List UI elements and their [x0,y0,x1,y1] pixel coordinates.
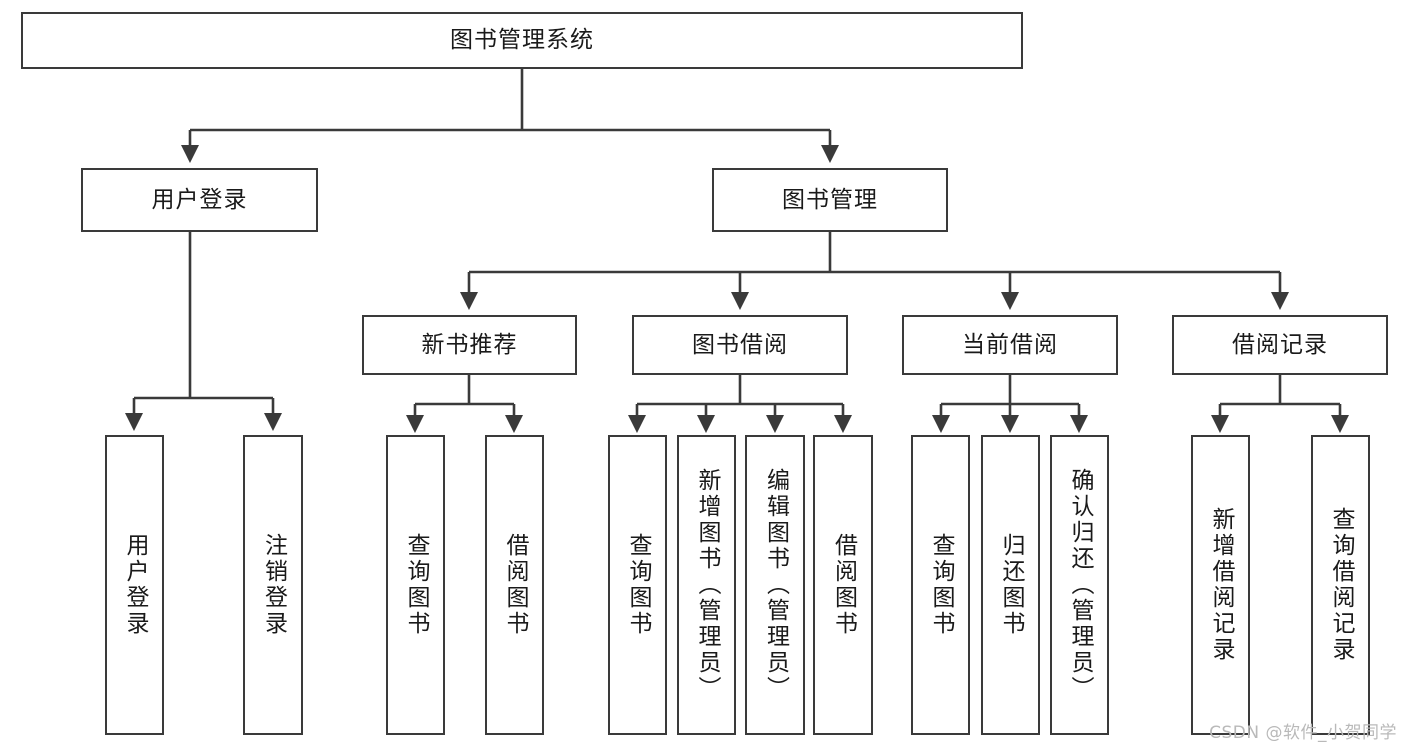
node-leaf-borrow-book-1[interactable]: 借阅图书 [485,435,544,735]
node-label: 新增借阅记录 [1208,507,1234,663]
node-book-manage[interactable]: 图书管理 [712,168,948,232]
node-root-system[interactable]: 图书管理系统 [21,12,1023,69]
node-label: 图书借阅 [692,331,788,358]
node-label: 查询借阅记录 [1328,507,1354,663]
node-label: 查询图书 [928,533,954,637]
csdn-watermark: CSDN @软件_小贺同学 [1209,723,1397,743]
node-leaf-query-book-2[interactable]: 查询图书 [608,435,667,735]
node-label: 查询图书 [403,533,429,637]
node-label: 图书管理 [782,186,878,213]
node-leaf-confirm-return[interactable]: 确认归还（管理员） [1050,435,1109,735]
node-label: 借阅图书 [502,533,528,637]
node-label: 确认归还（管理员） [1067,468,1093,702]
node-label: 用户登录 [122,533,148,637]
node-label: 用户登录 [151,186,248,213]
node-leaf-query-book-3[interactable]: 查询图书 [911,435,970,735]
node-label: 查询图书 [625,533,651,637]
node-label: 编辑图书（管理员） [762,468,789,702]
node-borrow-record[interactable]: 借阅记录 [1172,315,1388,375]
node-user-login[interactable]: 用户登录 [81,168,318,232]
node-new-book-recommend[interactable]: 新书推荐 [362,315,577,375]
node-label: 借阅图书 [830,533,857,637]
node-label: 当前借阅 [962,331,1058,358]
node-leaf-return-book[interactable]: 归还图书 [981,435,1040,735]
node-label: 新书推荐 [421,331,518,358]
node-label: 新增图书（管理员） [694,468,720,702]
node-book-borrow[interactable]: 图书借阅 [632,315,848,375]
node-label: 注销登录 [260,533,287,637]
node-leaf-query-record[interactable]: 查询借阅记录 [1311,435,1370,735]
node-label: 归还图书 [998,533,1024,637]
node-label: 借阅记录 [1232,331,1328,358]
node-leaf-edit-book[interactable]: 编辑图书（管理员） [745,435,805,735]
node-leaf-add-book[interactable]: 新增图书（管理员） [677,435,736,735]
node-leaf-borrow-book-2[interactable]: 借阅图书 [813,435,873,735]
node-label: 图书管理系统 [450,27,594,53]
node-leaf-add-record[interactable]: 新增借阅记录 [1191,435,1250,735]
node-leaf-user-login[interactable]: 用户登录 [105,435,164,735]
node-leaf-query-book-1[interactable]: 查询图书 [386,435,445,735]
node-current-borrow[interactable]: 当前借阅 [902,315,1118,375]
node-leaf-user-logout[interactable]: 注销登录 [243,435,303,735]
